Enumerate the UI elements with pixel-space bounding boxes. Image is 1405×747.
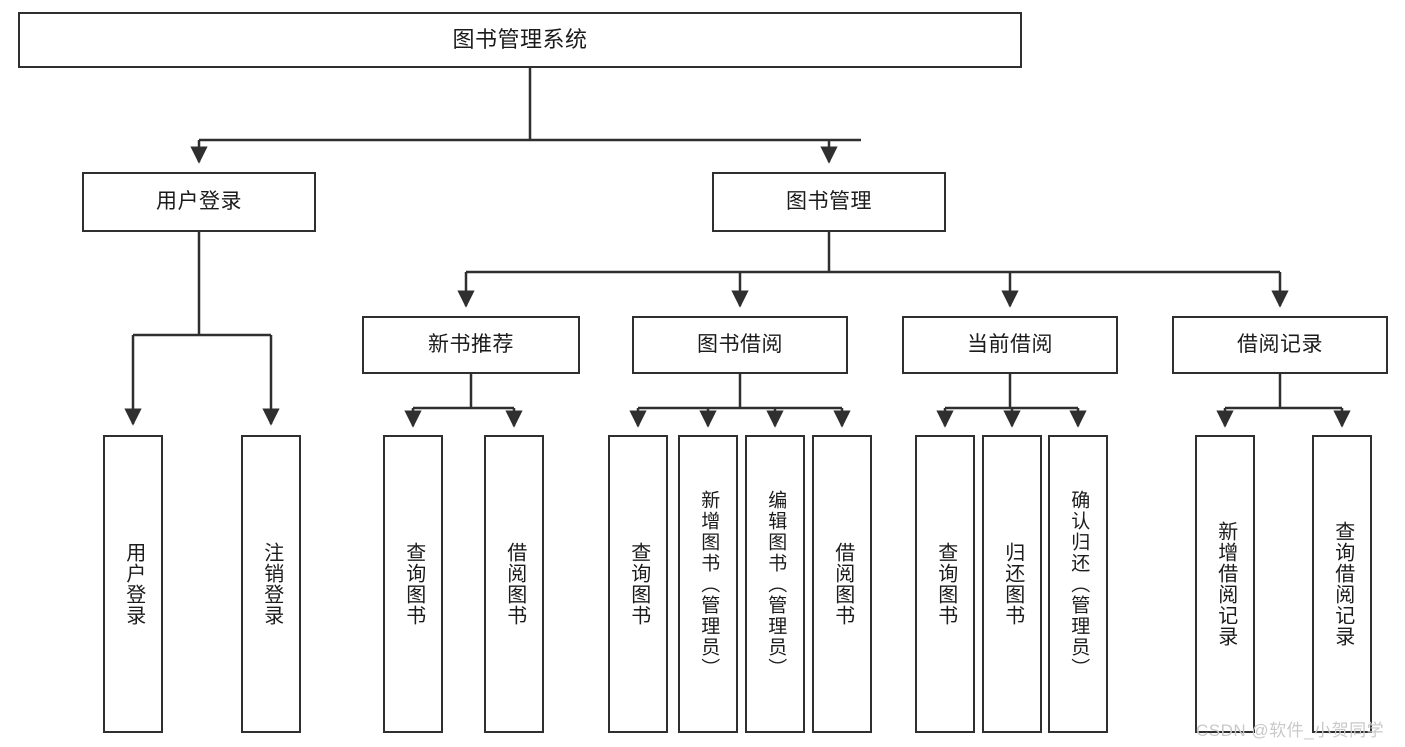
node-leaf-query-book[interactable]: 查询图书	[608, 435, 668, 733]
node-current-borrow[interactable]: 当前借阅	[902, 316, 1118, 374]
node-leaf-query-book-rec[interactable]: 查询图书	[383, 435, 443, 733]
node-book-manage-label: 图书管理	[786, 189, 872, 213]
node-leaf-borrow-book-label: 借阅图书	[831, 542, 854, 626]
node-leaf-borrow-book-rec-label: 借阅图书	[503, 542, 526, 626]
node-leaf-return-book[interactable]: 归还图书	[982, 435, 1042, 733]
node-user-login[interactable]: 用户登录	[82, 172, 316, 232]
node-borrow-record-label: 借阅记录	[1237, 332, 1323, 356]
node-leaf-query-book-cur[interactable]: 查询图书	[915, 435, 975, 733]
node-leaf-user-login[interactable]: 用户登录	[103, 435, 163, 733]
node-leaf-query-borrow-record[interactable]: 查询借阅记录	[1312, 435, 1372, 733]
node-leaf-confirm-return-admin[interactable]: 确认归还（管理员）	[1048, 435, 1108, 733]
node-leaf-query-borrow-record-label: 查询借阅记录	[1331, 521, 1354, 647]
node-leaf-borrow-book-rec[interactable]: 借阅图书	[484, 435, 544, 733]
node-leaf-user-logout-label: 注销登录	[260, 542, 283, 626]
node-root[interactable]: 图书管理系统	[18, 12, 1022, 68]
node-user-login-label: 用户登录	[156, 189, 242, 213]
node-book-manage[interactable]: 图书管理	[712, 172, 946, 232]
node-leaf-add-borrow-record[interactable]: 新增借阅记录	[1195, 435, 1255, 733]
node-leaf-user-login-label: 用户登录	[122, 542, 145, 626]
node-leaf-query-book-label: 查询图书	[627, 542, 650, 626]
node-leaf-confirm-return-admin-label: 确认归还（管理员）	[1068, 489, 1090, 679]
node-leaf-add-book-admin-label: 新增图书（管理员）	[698, 489, 720, 679]
node-book-borrow[interactable]: 图书借阅	[632, 316, 848, 374]
node-leaf-borrow-book[interactable]: 借阅图书	[812, 435, 872, 733]
node-leaf-return-book-label: 归还图书	[1001, 542, 1024, 626]
node-leaf-edit-book-admin-label: 编辑图书（管理员）	[765, 489, 787, 679]
node-new-book-recommend[interactable]: 新书推荐	[362, 316, 580, 374]
node-book-borrow-label: 图书借阅	[697, 332, 783, 356]
node-leaf-user-logout[interactable]: 注销登录	[241, 435, 301, 733]
node-new-book-recommend-label: 新书推荐	[428, 332, 514, 356]
node-root-label: 图书管理系统	[452, 27, 588, 53]
node-leaf-edit-book-admin[interactable]: 编辑图书（管理员）	[745, 435, 805, 733]
node-current-borrow-label: 当前借阅	[967, 332, 1053, 356]
node-leaf-add-borrow-record-label: 新增借阅记录	[1214, 521, 1237, 647]
node-leaf-add-book-admin[interactable]: 新增图书（管理员）	[678, 435, 738, 733]
node-leaf-query-book-cur-label: 查询图书	[934, 542, 957, 626]
watermark-text: CSDN @软件_小贺同学	[1196, 721, 1385, 740]
node-leaf-query-book-rec-label: 查询图书	[402, 542, 425, 626]
node-borrow-record[interactable]: 借阅记录	[1172, 316, 1388, 374]
